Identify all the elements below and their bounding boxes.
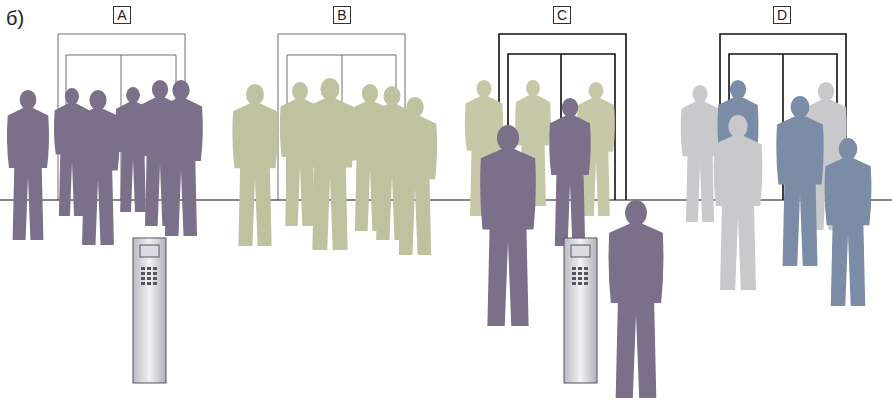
elevator-letter: B [337, 7, 346, 23]
elevator-label-box: B [333, 6, 351, 24]
person-silhouette [7, 90, 49, 240]
elevator-label-box: C [553, 6, 571, 24]
person-silhouette [232, 84, 277, 246]
people-group [7, 78, 871, 398]
elevator-letter: D [777, 7, 787, 23]
person-silhouette [609, 200, 664, 398]
person-silhouette [681, 85, 720, 222]
person-silhouette [825, 138, 872, 306]
person-silhouette [159, 80, 203, 236]
elevator-letter: A [117, 7, 126, 23]
access-terminal [133, 238, 166, 383]
person-silhouette [306, 78, 354, 250]
elevator-label-box: D [773, 6, 791, 24]
elevator-letter: C [557, 7, 567, 23]
person-silhouette [776, 96, 823, 266]
panel-letter: б) [6, 7, 24, 29]
access-terminal [564, 238, 597, 383]
kiosk-group [133, 238, 597, 383]
person-silhouette [480, 125, 536, 326]
person-silhouette [393, 97, 437, 255]
person-silhouette [549, 98, 590, 246]
elevator-label-box: A [113, 6, 131, 24]
person-silhouette [714, 115, 763, 290]
person-silhouette [76, 90, 119, 245]
